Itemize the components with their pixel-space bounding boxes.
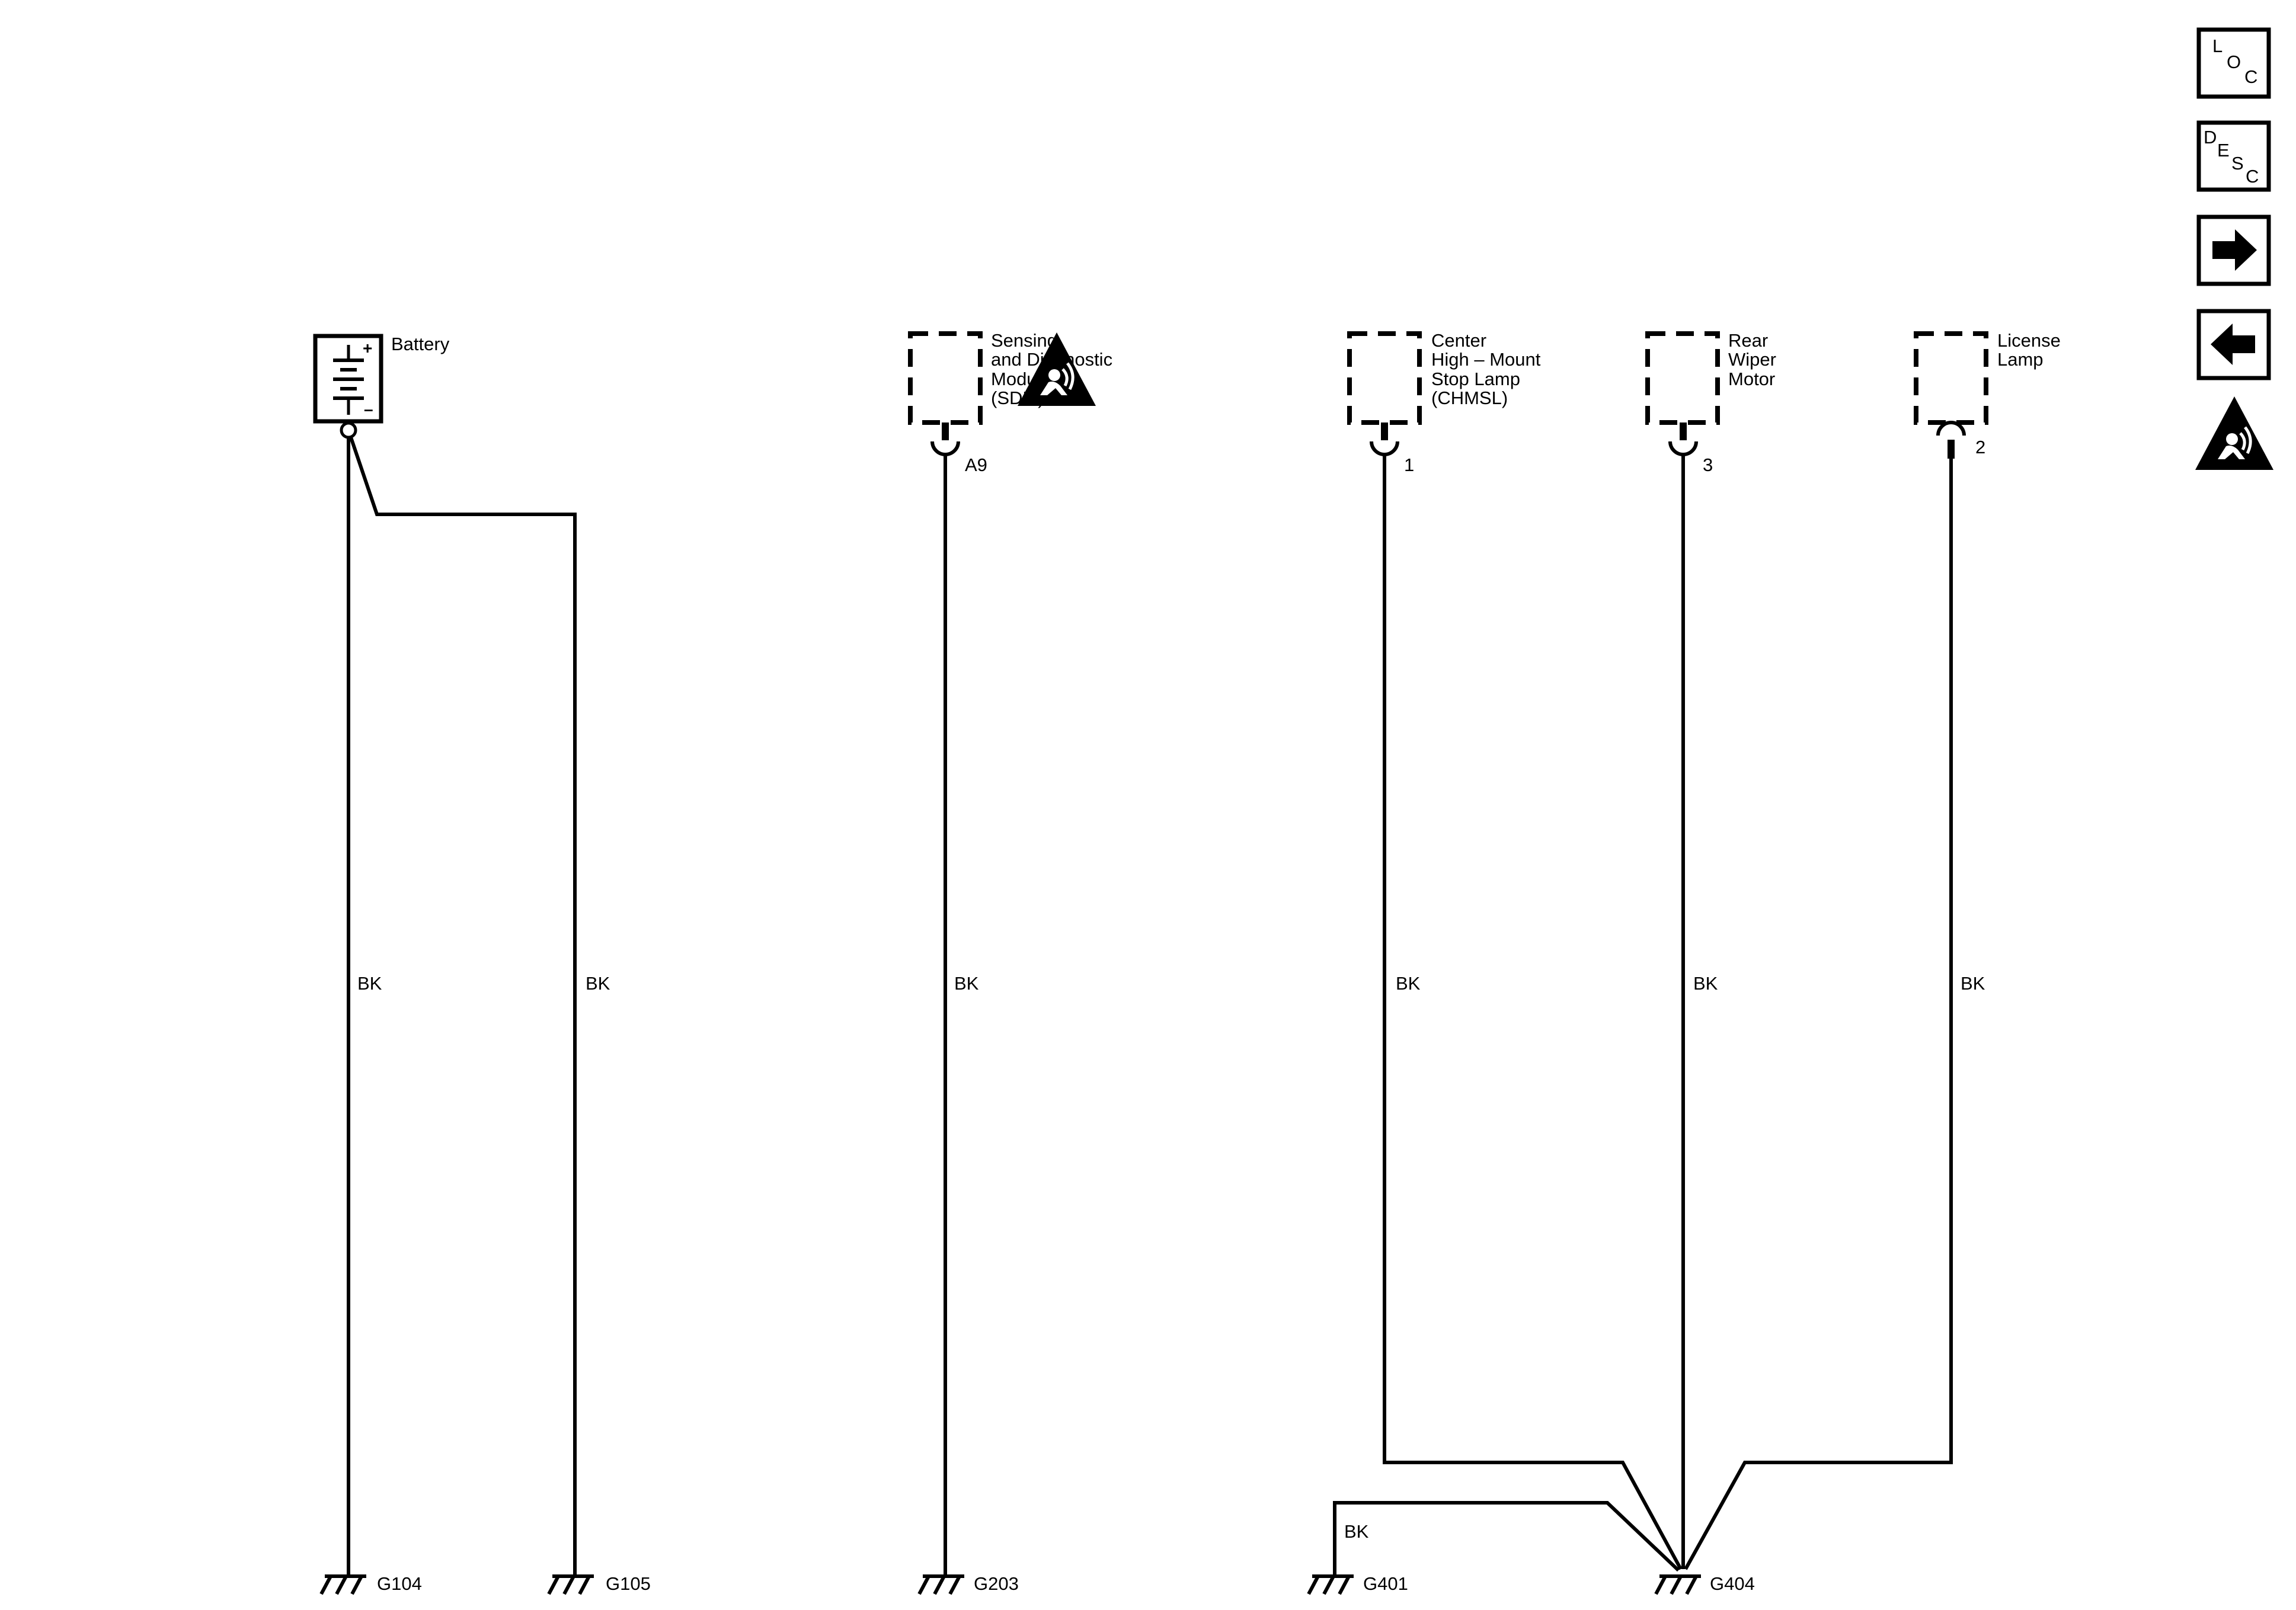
chmsl-component: Center High – Mount Stop Lamp (CHMSL) 1 [1347, 330, 1541, 475]
chmsl-box [1347, 331, 1422, 425]
desc-letter-3: S [2231, 153, 2244, 174]
wiper-label-3: Motor [1728, 369, 1775, 389]
wire-label-g401: BK [1344, 1521, 1369, 1542]
battery-label: Battery [391, 334, 450, 354]
ground-g104: G104 [319, 1571, 422, 1595]
chmsl-label-1: Center [1431, 330, 1486, 351]
license-lamp: License Lamp 2 [1914, 330, 2061, 459]
wire-g401-g404 [1333, 1501, 1680, 1576]
sdm-connector-pin [930, 441, 960, 456]
ground-label-g104: G104 [377, 1573, 422, 1594]
desc-letter-2: E [2217, 140, 2230, 161]
wiper-label-2: Wiper [1728, 349, 1776, 370]
desc-button[interactable]: D E S C [2196, 120, 2271, 192]
airbag-warning-icon [1018, 332, 1096, 406]
wire-label-g105: BK [586, 973, 610, 994]
license-pin-label: 2 [1975, 437, 1985, 457]
desc-letter-1: D [2204, 127, 2217, 148]
chmsl-connector-pin [1370, 441, 1399, 456]
wire-label-g104: BK [357, 973, 382, 994]
wire-label-chmsl: BK [1396, 973, 1421, 994]
battery-plus: + [363, 339, 372, 357]
chmsl-label-2: High – Mount [1431, 349, 1541, 370]
wiper-pin-label: 3 [1703, 454, 1713, 475]
ground-label-g401: G401 [1363, 1573, 1408, 1594]
sdm-box [908, 331, 983, 425]
loc-letter-1: L [2212, 36, 2223, 56]
wire-label-wiper: BK [1693, 973, 1718, 994]
license-label-2: Lamp [1997, 349, 2044, 370]
battery-minus: – [364, 400, 373, 418]
arrow-left-icon [2211, 324, 2255, 365]
chmsl-pin-label: 1 [1404, 454, 1414, 475]
wire-license-g404 [1684, 459, 1953, 1570]
wire-chmsl-g404 [1383, 454, 1683, 1570]
desc-letter-4: C [2246, 166, 2259, 187]
ground-g404: G404 [1654, 1573, 1755, 1595]
sdm-pin-label: A9 [965, 454, 987, 475]
ground-g105: G105 [547, 1573, 651, 1595]
loc-letter-2: O [2227, 52, 2241, 72]
wire-label-license: BK [1961, 973, 1985, 994]
battery: + – Battery [313, 334, 450, 439]
ground-label-g105: G105 [606, 1573, 651, 1594]
forward-button[interactable] [2196, 215, 2271, 286]
airbag-warning-icon[interactable] [2195, 396, 2273, 470]
license-label-1: License [1997, 330, 2061, 351]
rear-wiper-motor: Rear Wiper Motor 3 [1645, 330, 1776, 475]
loc-button[interactable]: L O C [2196, 27, 2271, 99]
ground-label-g203: G203 [974, 1573, 1019, 1594]
loc-letter-3: C [2244, 66, 2257, 87]
wire-label-g203: BK [954, 973, 979, 994]
chmsl-label-3: Stop Lamp [1431, 369, 1520, 389]
ground-g401: G401 [1307, 1573, 1408, 1595]
chmsl-label-4: (CHMSL) [1431, 388, 1508, 408]
battery-terminal [340, 421, 357, 439]
back-button[interactable] [2196, 309, 2271, 380]
wiper-connector-pin [1668, 441, 1698, 456]
wiper-box [1645, 331, 1720, 425]
ground-g203: G203 [917, 1573, 1019, 1595]
wiper-label-1: Rear [1728, 330, 1768, 351]
battery-icon [333, 345, 364, 415]
license-box [1914, 331, 1988, 425]
arrow-right-icon [2212, 229, 2257, 271]
ground-label-g404: G404 [1710, 1573, 1755, 1594]
wire-battery-g105 [349, 437, 577, 1576]
sdm-label-1: Sensing [991, 330, 1057, 351]
license-connector-pin [1936, 421, 1966, 436]
